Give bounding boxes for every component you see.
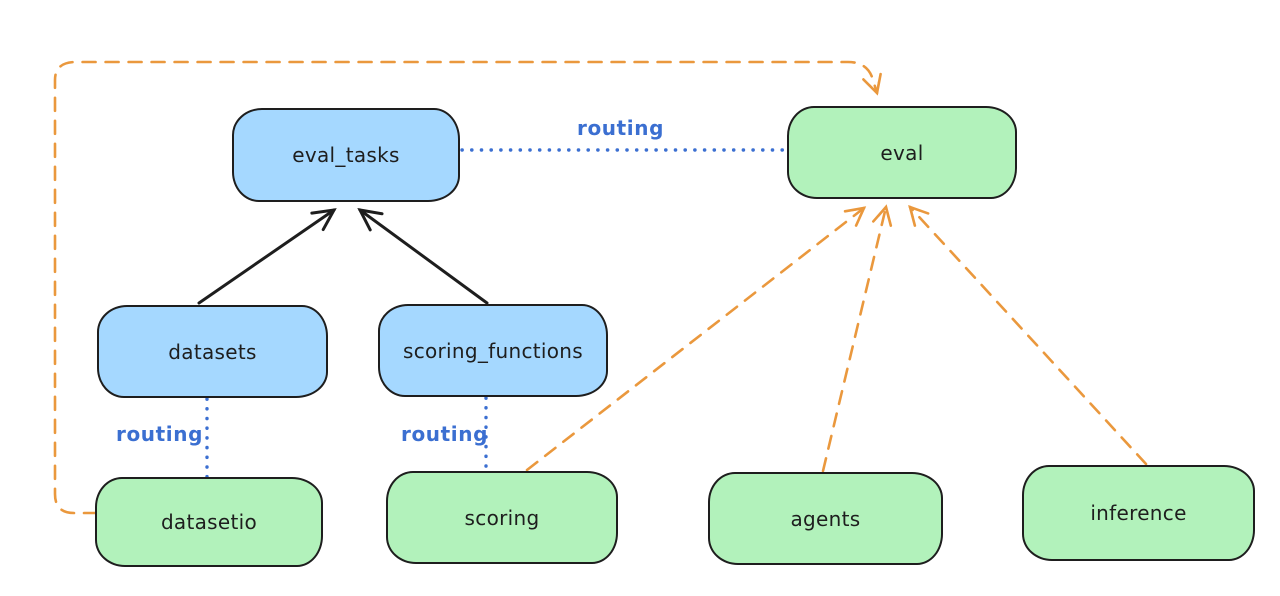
node-eval-label: eval <box>880 140 924 165</box>
edge-inference-eval <box>908 204 1148 466</box>
edge-agents-eval <box>821 204 893 473</box>
node-eval-tasks-label: eval_tasks <box>292 143 400 167</box>
routing-label-datasets-datasetio: routing <box>116 422 204 446</box>
edge-datasets-eval-tasks <box>197 208 337 305</box>
node-datasetio-label: datasetio <box>160 510 258 534</box>
node-eval: eval <box>787 106 1017 199</box>
node-datasetio: datasetio <box>95 477 323 567</box>
node-agents-label: agents <box>790 506 861 531</box>
edge-datasetio-eval <box>53 60 882 515</box>
node-scoring-functions-label: scoring_functions <box>402 338 584 363</box>
routing-label-eval-tasks-eval: routing <box>577 116 665 140</box>
node-inference: inference <box>1022 465 1255 561</box>
node-datasets-label: datasets <box>168 339 257 364</box>
node-scoring-label: scoring <box>464 505 540 530</box>
node-eval-tasks: eval_tasks <box>232 108 460 202</box>
node-scoring: scoring <box>386 471 618 564</box>
edge-scoring-eval <box>525 206 867 472</box>
node-scoring-functions: scoring_functions <box>378 304 608 397</box>
node-datasets: datasets <box>97 305 328 398</box>
routing-label-scoring-functions-scoring: routing <box>401 422 489 446</box>
edge-scoring-functions-eval-tasks <box>357 208 489 305</box>
node-agents: agents <box>708 472 943 565</box>
node-inference-label: inference <box>1090 501 1187 525</box>
